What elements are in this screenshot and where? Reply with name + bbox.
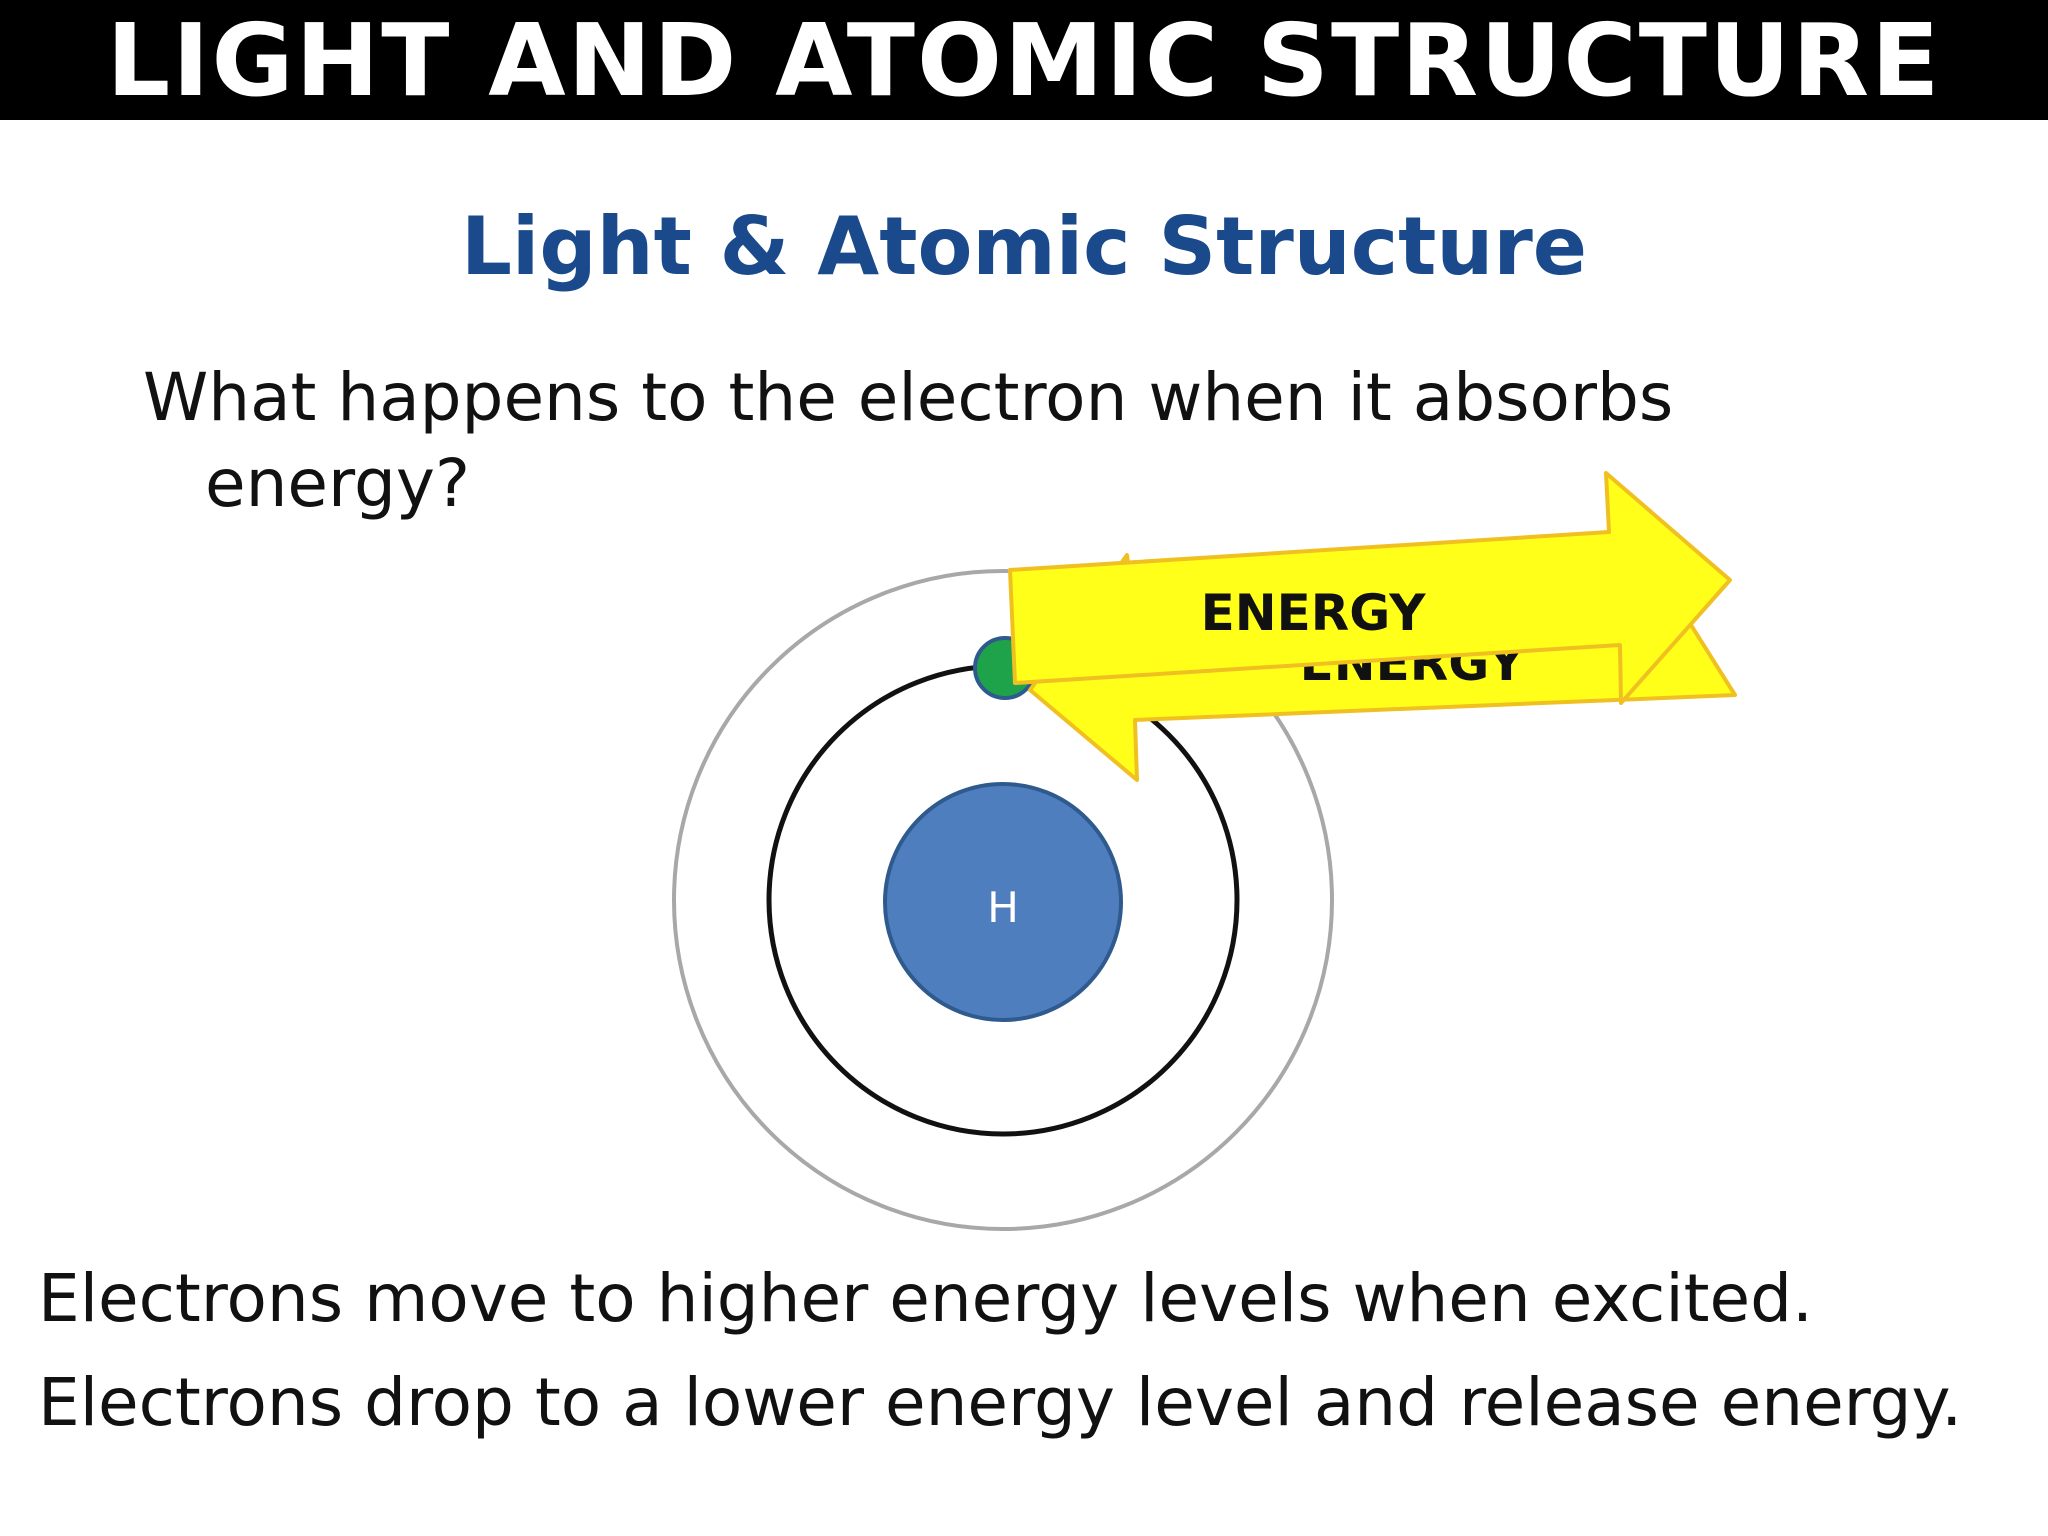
- question-line-1: What happens to the electron when it abs…: [143, 359, 1674, 436]
- top-banner: [0, 0, 2048, 120]
- absorb-energy-arrow: [1008, 471, 1732, 705]
- question-line-2: energy?: [205, 445, 470, 522]
- nucleus: [883, 782, 1123, 1022]
- banner-title: LIGHT AND ATOMIC STRUCTURE: [106, 1, 1942, 119]
- question-text: What happens to the electron when it abs…: [143, 355, 1843, 527]
- slide-title: Light & Atomic Structure: [460, 200, 1588, 293]
- absorb-energy-arrow-label: ENERGY: [1201, 584, 1427, 642]
- statement-release: Electrons drop to a lower energy level a…: [38, 1364, 1963, 1441]
- nucleus-label: H: [987, 883, 1019, 932]
- outer-orbit: [672, 569, 1334, 1231]
- statement-excited: Electrons move to higher energy levels w…: [38, 1260, 1814, 1337]
